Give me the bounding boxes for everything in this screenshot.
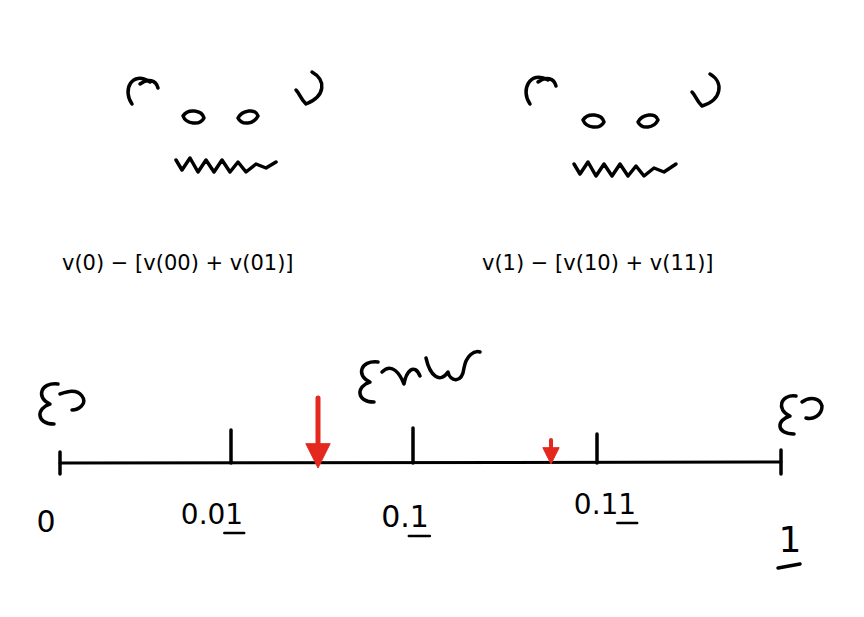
digit-underline — [617, 522, 637, 525]
tick-label: 1 — [779, 520, 802, 560]
number-line — [60, 462, 781, 463]
omega-squiggle — [426, 352, 480, 380]
formula: v(0) − [v(00) + v(01)] — [62, 252, 294, 275]
red-arrow-head — [306, 444, 330, 468]
tick-label: 0.11 — [574, 490, 636, 521]
stroke-base — [778, 564, 800, 568]
devil-face — [128, 72, 322, 172]
tick — [779, 450, 783, 474]
omega-squiggle — [360, 362, 420, 402]
devil-face — [526, 74, 719, 176]
digit-underline — [409, 535, 430, 538]
tick-label: 0 — [36, 505, 55, 538]
tick — [595, 434, 599, 463]
tick — [411, 428, 415, 463]
digit-underline — [224, 532, 244, 535]
omega-squiggle — [780, 396, 822, 434]
tick-label: 0.1 — [381, 500, 429, 533]
tick — [229, 430, 233, 463]
red-arrow-head — [543, 448, 559, 464]
formula: v(1) − [v(10) + v(11)] — [482, 252, 714, 275]
tick-label: 0.01 — [181, 500, 243, 531]
omega-squiggle — [40, 384, 84, 424]
tick — [58, 452, 62, 474]
